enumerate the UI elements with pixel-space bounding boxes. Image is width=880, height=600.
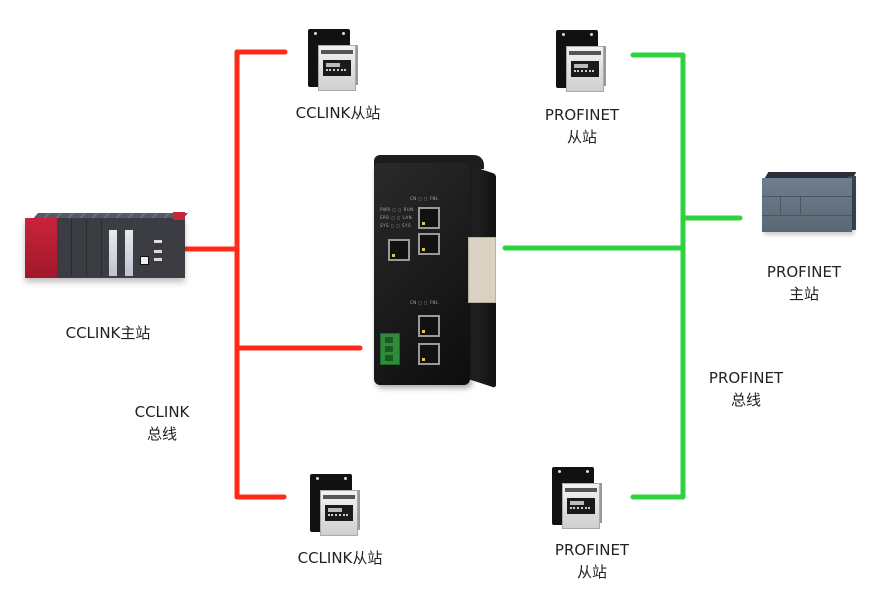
- cclink-bus-label-line1: CCLINK: [134, 403, 190, 421]
- cclink-slave-top-label-text: CCLINK从站: [295, 104, 381, 122]
- cclink-slave-bottom-label: CCLINK从站: [280, 547, 400, 569]
- profinet-slave-top-label-line1: PROFINET: [544, 106, 620, 124]
- profinet-master-plc-icon: [762, 172, 857, 234]
- ethernet-port-p4: [418, 343, 440, 365]
- profinet-slave-bottom-drive-icon: [552, 465, 604, 529]
- profinet-master-label-line1: PROFINET: [766, 263, 842, 281]
- profinet-slave-bottom-label: PROFINET 从站: [540, 539, 644, 583]
- profinet-slave-top-label: PROFINET 从站: [532, 104, 632, 148]
- profinet-bus-label: PROFINET 总线: [694, 367, 798, 411]
- cclink-bus-lines: [183, 49, 363, 500]
- profinet-bus-label-line2: 总线: [730, 391, 761, 409]
- ethernet-port-lan: [388, 239, 410, 261]
- profinet-bus-lines: [502, 52, 743, 500]
- cclink-slave-top-drive-icon: [308, 27, 360, 91]
- cclink-master-label: CCLINK主站: [44, 322, 172, 344]
- power-terminal-block: [380, 333, 400, 365]
- profinet-master-label: PROFINET 主站: [752, 261, 856, 305]
- ethernet-port-p3: [418, 315, 440, 337]
- cclink-master-plc-icon: [25, 210, 188, 282]
- cclink-slave-bottom-label-text: CCLINK从站: [297, 549, 383, 567]
- gateway-sticker: [468, 237, 496, 303]
- ethernet-port-p1: [418, 207, 440, 229]
- cclink-bus-label-line2: 总线: [146, 425, 177, 443]
- cclink-bus-label: CCLINK 总线: [112, 401, 212, 445]
- profinet-master-label-line2: 主站: [788, 285, 819, 303]
- gateway-device-icon: CN ◻ ◻ FNL PWR ◻ ◻ RUN ERR ◻ ◻ LAN SYS ◻…: [374, 155, 496, 389]
- profinet-slave-bottom-label-line2: 从站: [576, 563, 607, 581]
- cclink-slave-bottom-drive-icon: [310, 472, 362, 536]
- cclink-master-label-text: CCLINK主站: [65, 324, 151, 342]
- profinet-slave-top-drive-icon: [556, 28, 608, 92]
- cclink-slave-top-label: CCLINK从站: [278, 102, 398, 124]
- profinet-bus-label-line1: PROFINET: [708, 369, 784, 387]
- ethernet-port-p2: [418, 233, 440, 255]
- profinet-slave-top-label-line2: 从站: [566, 128, 597, 146]
- profinet-slave-bottom-label-line1: PROFINET: [554, 541, 630, 559]
